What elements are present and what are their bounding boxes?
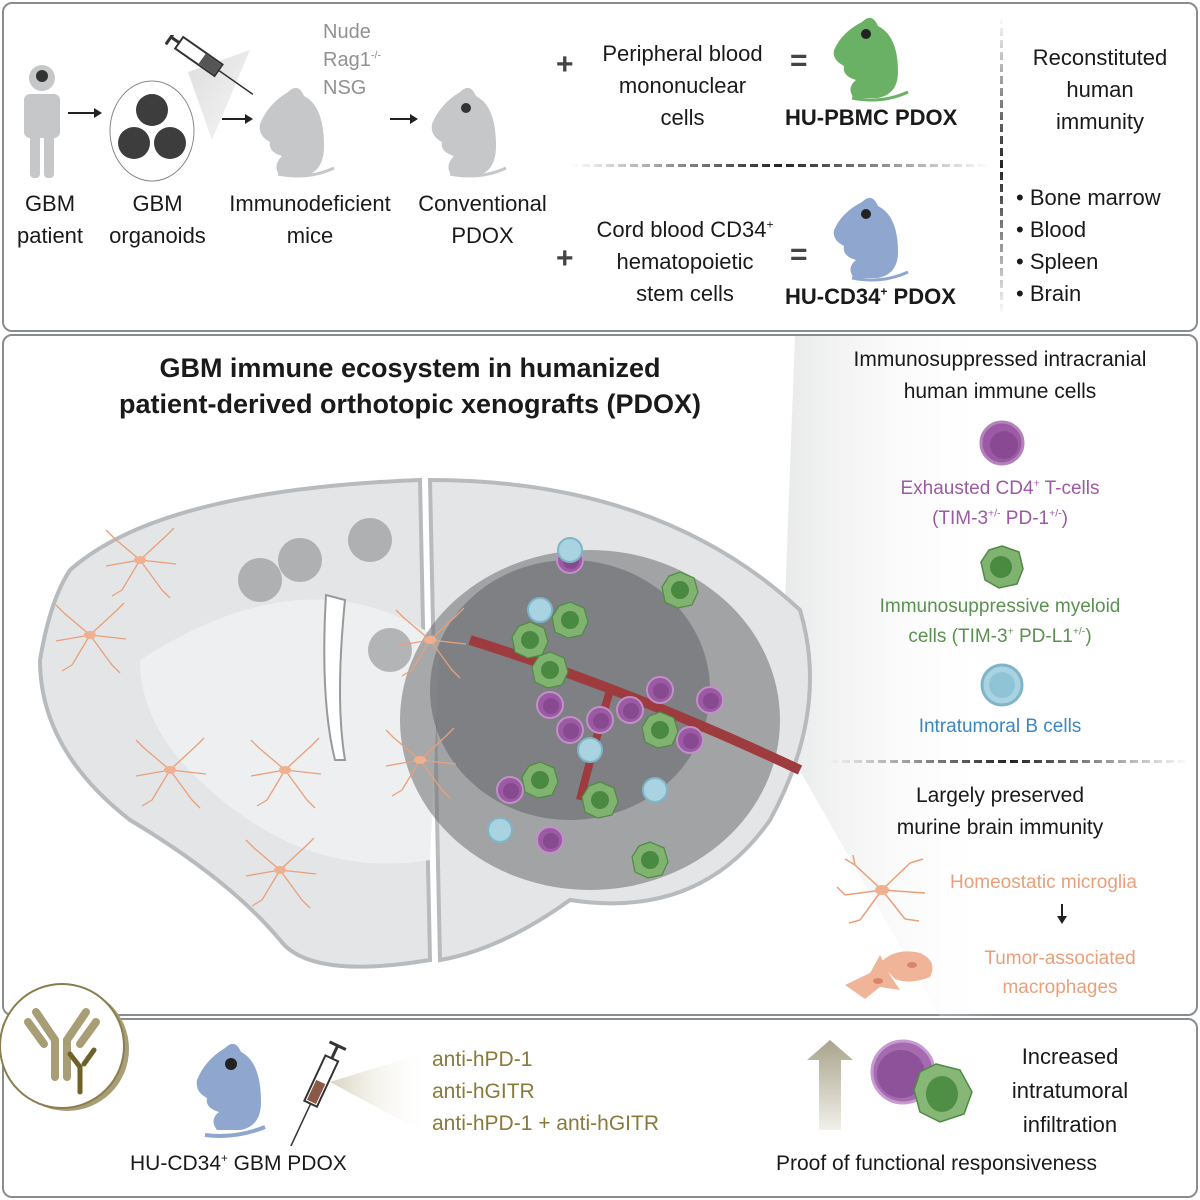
site-item: • Brain [1016,281,1082,306]
cd4-t-cell [696,686,724,714]
plus-sign-pbmc: + [556,48,574,81]
cd4-t-cell-label: Exhausted CD4+ T-cells (TIM-3+/- PD-1+/-… [900,478,1100,529]
microglia-cell [105,527,177,599]
cd4-t-cell [616,696,644,724]
b-cell [487,817,513,843]
cd4-t-cell [556,716,584,744]
arrow-3 [410,114,418,124]
conventional-pdox-mouse-icon [431,87,507,178]
b-cell [577,737,603,763]
divider-vertical-top [1000,16,1003,316]
myeloid-cell [641,711,679,749]
treatment-item: anti-hPD-1 [432,1048,533,1071]
infiltrating-cells-icon [870,1039,973,1123]
equals-sign-cd34: = [790,238,808,271]
cd4-t-cell [536,691,564,719]
b-cell [557,537,583,563]
site-item: • Blood [1016,217,1087,242]
hu-cd34-gbm-mouse-icon [196,1043,266,1138]
b-cell [527,597,553,623]
hu-cd34-pdox-label: HU-CD34+ PDOX [785,284,956,309]
cd4-t-cell [676,726,704,754]
microglia-cell [385,727,457,799]
myeloid-cell [631,841,669,879]
treatment-item: anti-hGITR [432,1080,535,1103]
organoids-icon [109,50,250,182]
antibody-badge-icon [0,983,129,1111]
syringe-icon [165,35,254,95]
arrow-2 [245,114,253,124]
myeloid-cell [531,651,569,689]
brain-section-illustration [37,477,812,969]
homeostatic-microglia-icon [836,855,926,924]
treatment-list: anti-hPD-1 anti-hGITR anti-hPD-1 + anti-… [432,1044,659,1140]
antibody-syringe-icon [288,1040,430,1146]
microglia-cell [395,607,467,679]
microglia-cell [250,737,322,809]
b-cell-label: Intratumoral B cells [918,716,1082,737]
microglia-cell [135,737,207,809]
hu-pbmc-mouse-icon [833,17,909,102]
homeostatic-microglia-label: Homeostatic microglia [950,872,1137,893]
mouse-strains-list: Nude Rag1-/- NSG [323,21,382,99]
myeloid-cell [551,601,589,639]
hu-cd34-gbm-pdox-label: HU-CD34+ GBM PDOX [130,1152,347,1175]
site-item: • Bone marrow [1016,185,1161,210]
myeloid-cell [661,571,699,609]
arrow-1 [68,112,98,114]
cd4-t-cell [536,826,564,854]
cd4-t-cell [586,706,614,734]
myeloid-cell [581,781,619,819]
increase-arrow-icon [807,1040,853,1130]
cd4-t-cell [646,676,674,704]
myeloid-cell-label: Immunosuppressive myeloid cells (TIM-3+ … [879,596,1121,647]
site-item: • Spleen [1016,249,1099,274]
divider-horizontal-mid [830,760,1190,763]
myeloid-cell-icon [980,545,1024,589]
human-figure-icon [24,65,60,178]
immunodeficient-mouse-icon [259,87,335,178]
b-cell [642,777,668,803]
cd4-t-cell-icon [979,420,1025,466]
microglia-cell [55,602,127,674]
conclusion-label: Proof of functional responsiveness [776,1152,1098,1175]
tumor-associated-macrophages-icon [845,951,933,999]
cd4-t-cell [496,776,524,804]
bottom-panel [2,1018,1198,1198]
reconstitution-sites-list: • Bone marrow • Blood • Spleen • Brain [1016,182,1161,310]
microglia-cell [245,837,317,909]
zoom-cone [780,336,1000,1016]
hu-cd34-mouse-icon [833,197,909,282]
equals-sign-pbmc: = [790,44,808,77]
hu-pbmc-pdox-label: HU-PBMC PDOX [785,105,958,130]
myeloid-cell [521,761,559,799]
myeloid-cell [511,621,549,659]
down-arrow [1061,904,1063,918]
divider-horizontal-top [570,164,990,167]
treatment-item: anti-hPD-1 + anti-hGITR [432,1112,660,1135]
plus-sign-cd34: + [556,242,574,275]
b-cell-icon [980,663,1024,707]
